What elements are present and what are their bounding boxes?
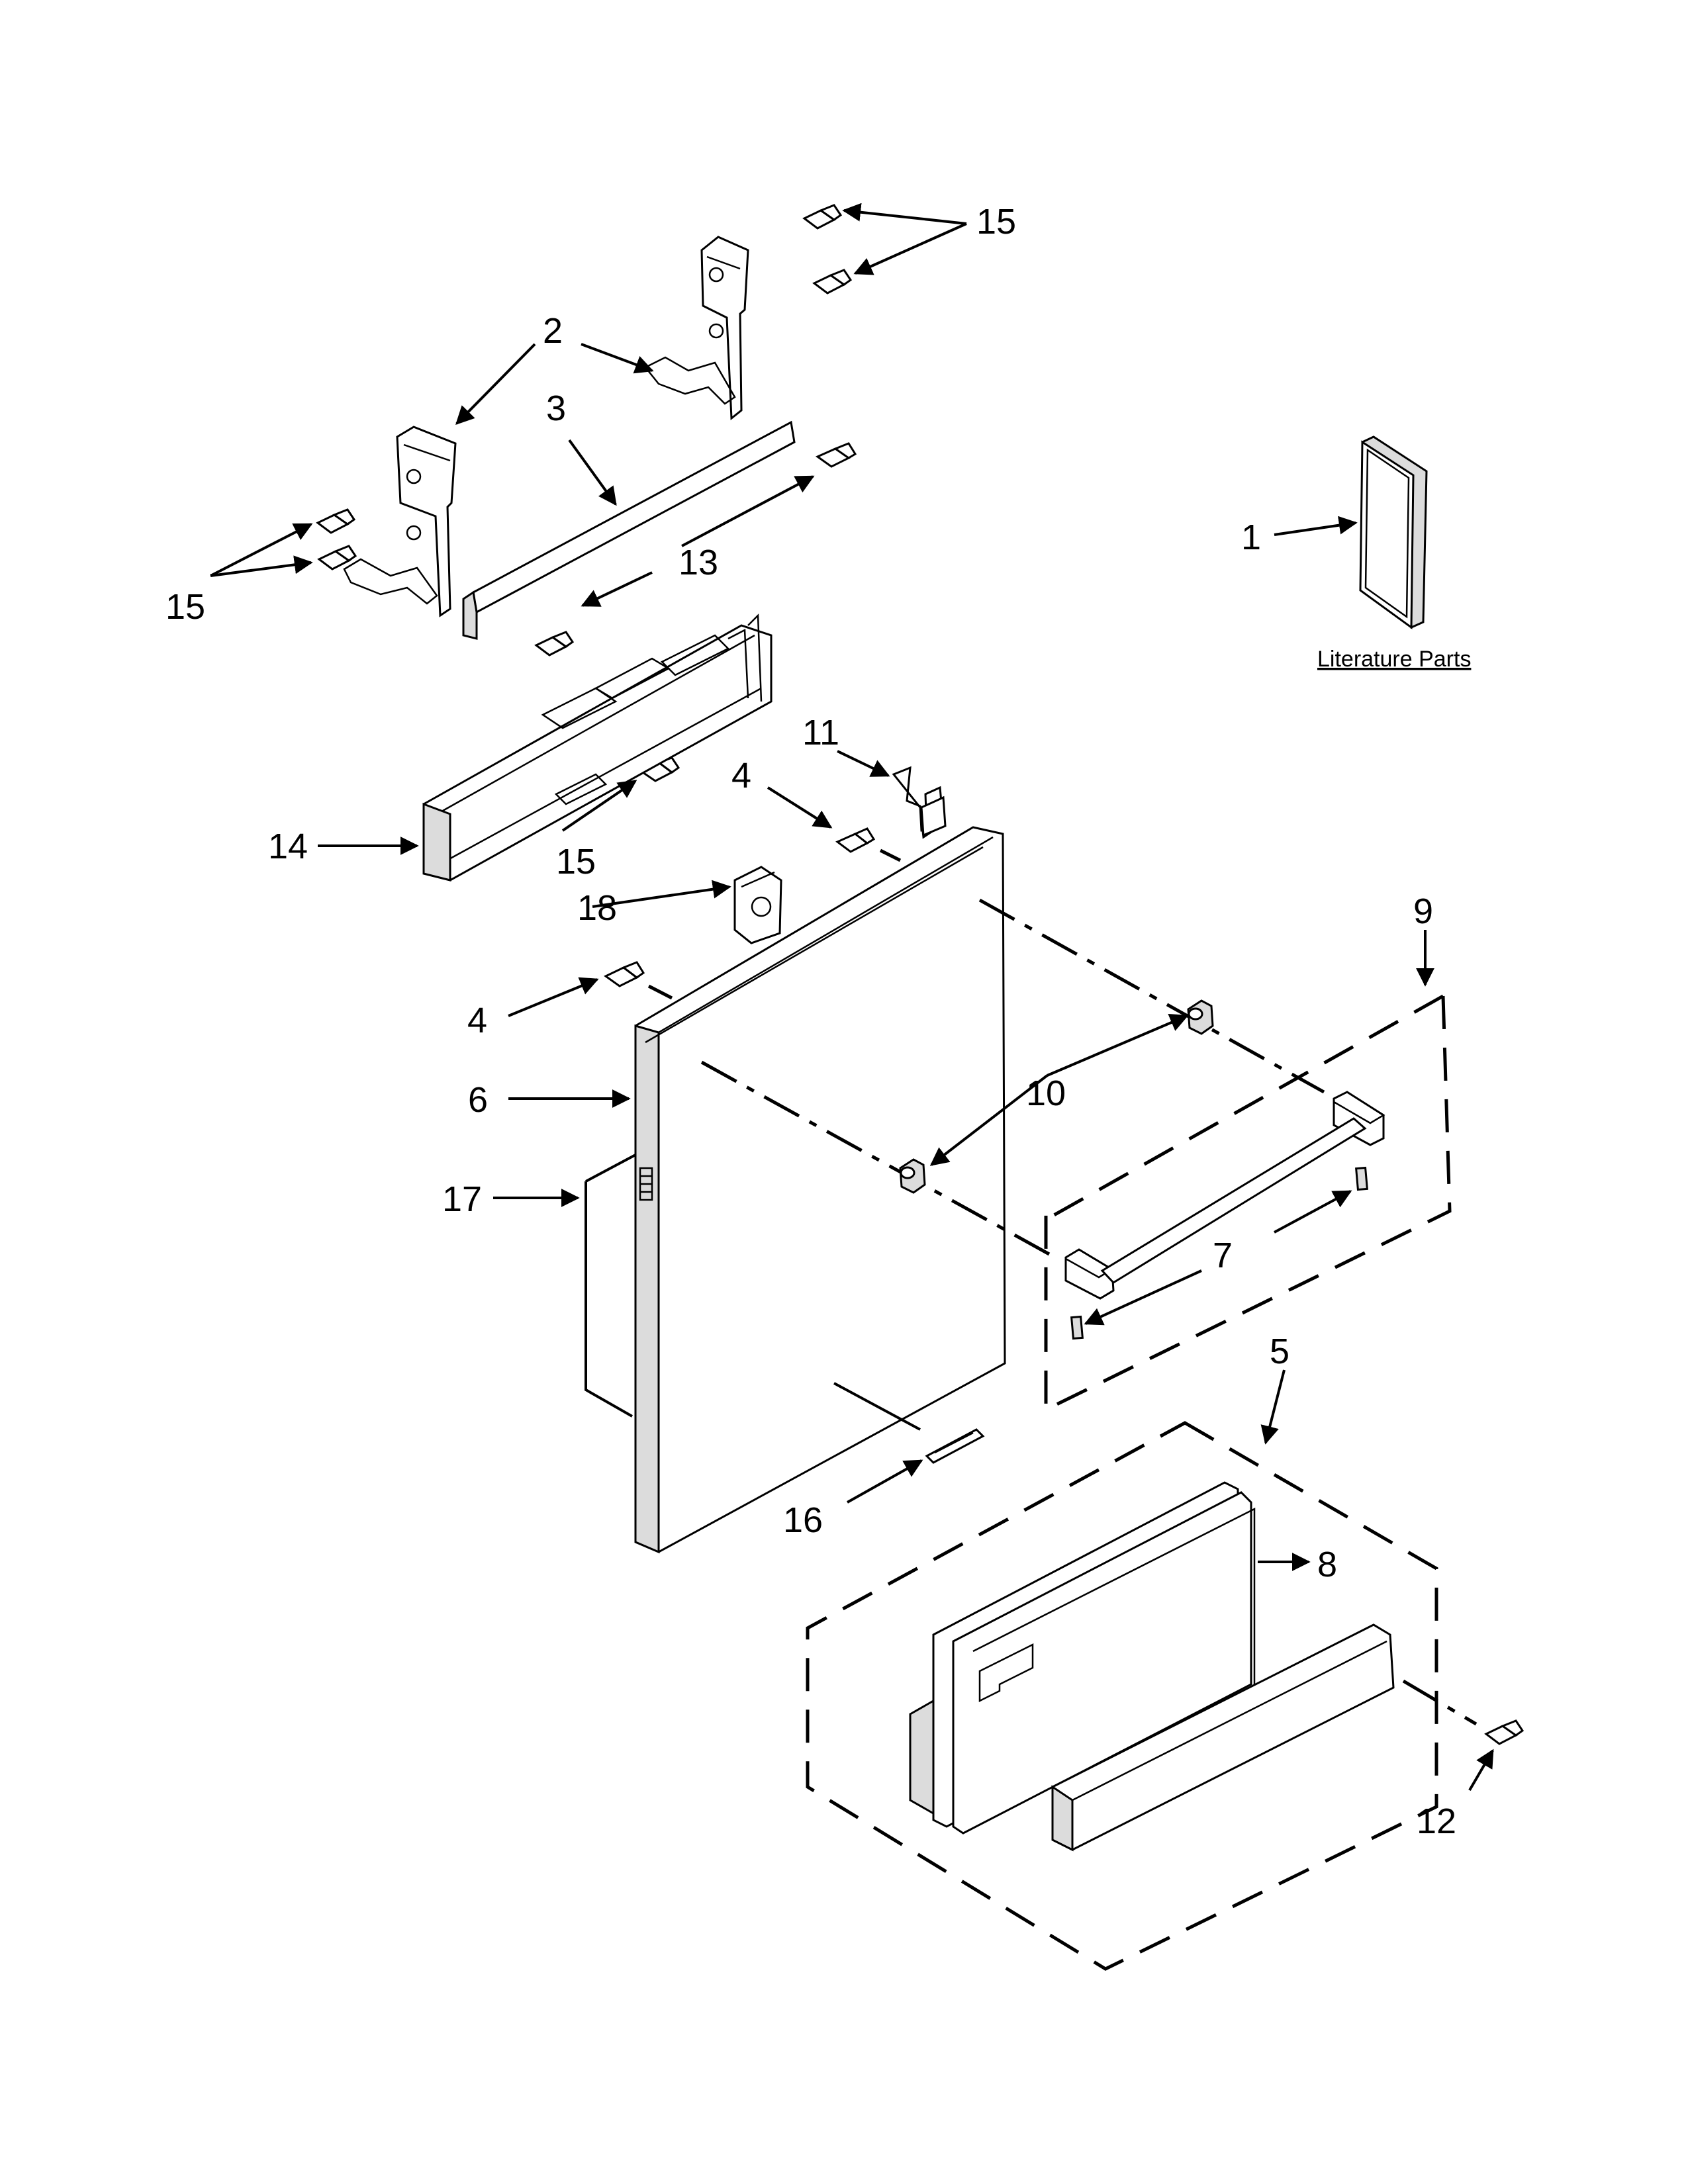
callout-3: 3 — [546, 388, 566, 428]
toe-kick-screw-axis — [1402, 1679, 1477, 1726]
callout-15-control: 15 — [556, 842, 596, 882]
door-panel — [634, 826, 1006, 1554]
handle-kit-outline — [1044, 995, 1452, 1413]
door-handle — [1064, 1091, 1385, 1300]
screw-axis-lower — [647, 984, 673, 1000]
handle-cap-upper — [1187, 999, 1214, 1035]
callout-8: 8 — [1317, 1545, 1337, 1584]
callout-2: 2 — [543, 311, 563, 351]
hinge-bracket — [733, 866, 782, 944]
callout-12: 12 — [1417, 1801, 1456, 1841]
handle-axis-upper — [978, 898, 1325, 1094]
door-screw-lower — [604, 961, 645, 987]
callout-14: 14 — [268, 827, 308, 866]
callout-6: 6 — [468, 1080, 488, 1120]
screw-15-left-1 — [316, 508, 356, 534]
toekick-kit-outline — [806, 1421, 1438, 1971]
callout-7: 7 — [1213, 1236, 1233, 1275]
screw-13-upper — [815, 442, 857, 468]
callout-15-top: 15 — [976, 202, 1016, 242]
callout-1: 1 — [1241, 518, 1261, 557]
handle-cap-lower — [899, 1158, 926, 1194]
mounting-bracket-left — [343, 426, 457, 617]
door-gasket — [585, 1154, 636, 1418]
callout-11: 11 — [802, 713, 839, 752]
callout-15-left: 15 — [165, 587, 205, 627]
callout-5: 5 — [1270, 1332, 1289, 1371]
support-rail — [462, 420, 796, 640]
door-screw-upper — [835, 827, 876, 853]
handle-kit-outline-top — [1048, 994, 1444, 1220]
badge-leader-line — [833, 1382, 921, 1431]
callout-10: 10 — [1026, 1073, 1066, 1113]
control-panel-assembly — [422, 614, 773, 882]
handle-stud-left — [1070, 1315, 1084, 1340]
callout-4-upper: 4 — [731, 756, 751, 796]
literature-booklet — [1359, 435, 1428, 629]
toe-kick-panel — [909, 1481, 1256, 1835]
screw-axis-upper — [879, 848, 902, 862]
handle-stud-right — [1355, 1166, 1368, 1191]
brand-badge — [925, 1428, 985, 1464]
screw-15-left-2 — [317, 545, 357, 570]
leader-arrows — [210, 203, 1494, 1792]
callout-9: 9 — [1413, 891, 1433, 931]
callout-17: 17 — [442, 1179, 482, 1219]
literature-parts-label: Literature Parts — [1317, 647, 1471, 672]
screw-15-top-2 — [812, 269, 853, 295]
toe-kick-screw — [1484, 1719, 1524, 1745]
callout-13: 13 — [679, 543, 718, 582]
callout-16: 16 — [783, 1500, 823, 1540]
screw-15-top-1 — [802, 204, 843, 230]
toe-kick-bracket — [1051, 1623, 1395, 1852]
mounting-bracket-right — [644, 236, 749, 421]
screw-13-lower — [534, 631, 575, 657]
handle-axis-lower — [700, 1060, 1051, 1256]
callout-4-lower: 4 — [467, 1001, 487, 1040]
vent-clip — [892, 766, 947, 839]
callout-18: 18 — [577, 888, 617, 928]
